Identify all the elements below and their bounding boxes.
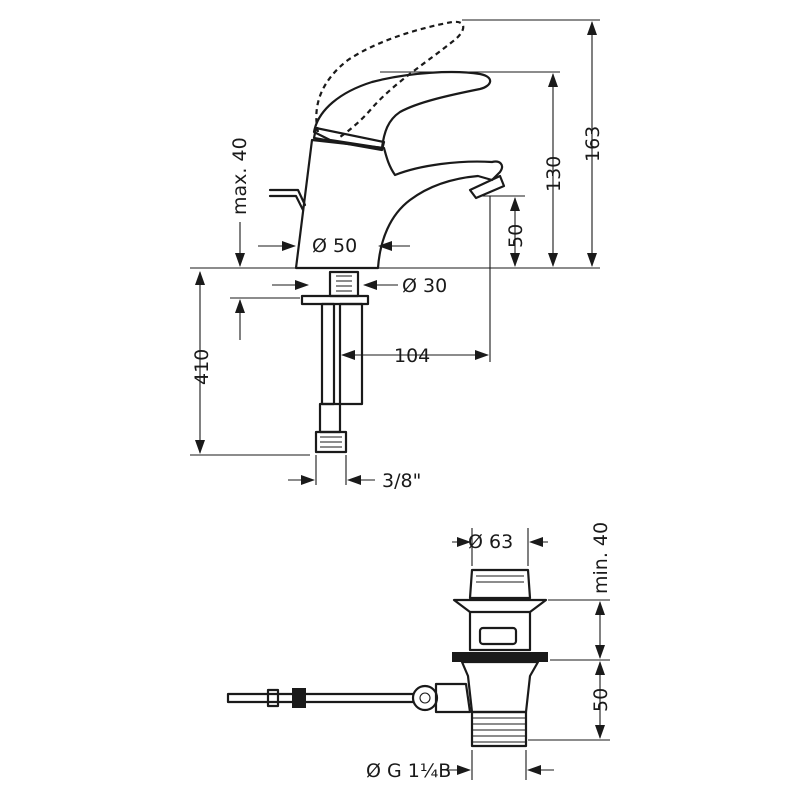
label-top-diameter: Ø 63 [468,531,513,553]
drain-drawing: Ø 63 min. 40 50 Ø G 1¼B [226,522,612,782]
label-spout-reach: 104 [394,345,430,367]
label-min-height: min. 40 [590,522,612,594]
label-inlet-diameter: Ø 30 [402,275,447,297]
overflow-slot [478,626,518,646]
label-thread: Ø G 1¼B [366,760,451,782]
supply-hose-left [320,302,336,406]
drain-flange [452,598,548,614]
drain-thread [470,710,528,748]
label-connection: 3/8" [382,470,421,492]
label-total-height: 163 [582,126,604,162]
spout-aerator [468,174,506,200]
label-spout-height: 50 [505,224,527,248]
label-body-diameter: Ø 50 [312,235,357,257]
rod-clamp [266,688,280,708]
popup-rod [268,188,307,212]
pull-rod [226,692,415,704]
label-lever-height: 130 [543,156,565,192]
drain-washer [452,652,548,662]
drain-body [468,610,532,652]
hose-ferrule [318,402,342,434]
drain-lower-body [460,660,540,714]
faucet-drawing: max. 40 Ø 50 Ø 30 104 3/8" 410 50 130 16… [190,19,604,492]
connector-nut [411,684,439,712]
lever-cap [312,126,386,152]
supply-hose-right [338,302,364,406]
lever-raised-outline [315,20,465,138]
lever-handle [312,71,492,150]
threaded-shank [328,270,360,298]
drain-plug [468,568,532,600]
label-body-height: 50 [590,688,612,712]
rod-connector [434,682,472,714]
faucet-body [294,138,504,270]
label-max-height: max. 40 [229,137,251,215]
rod-clip [292,688,306,708]
mounting-plate [300,294,370,306]
hose-nut [314,430,348,454]
label-hose-length: 410 [191,349,213,385]
